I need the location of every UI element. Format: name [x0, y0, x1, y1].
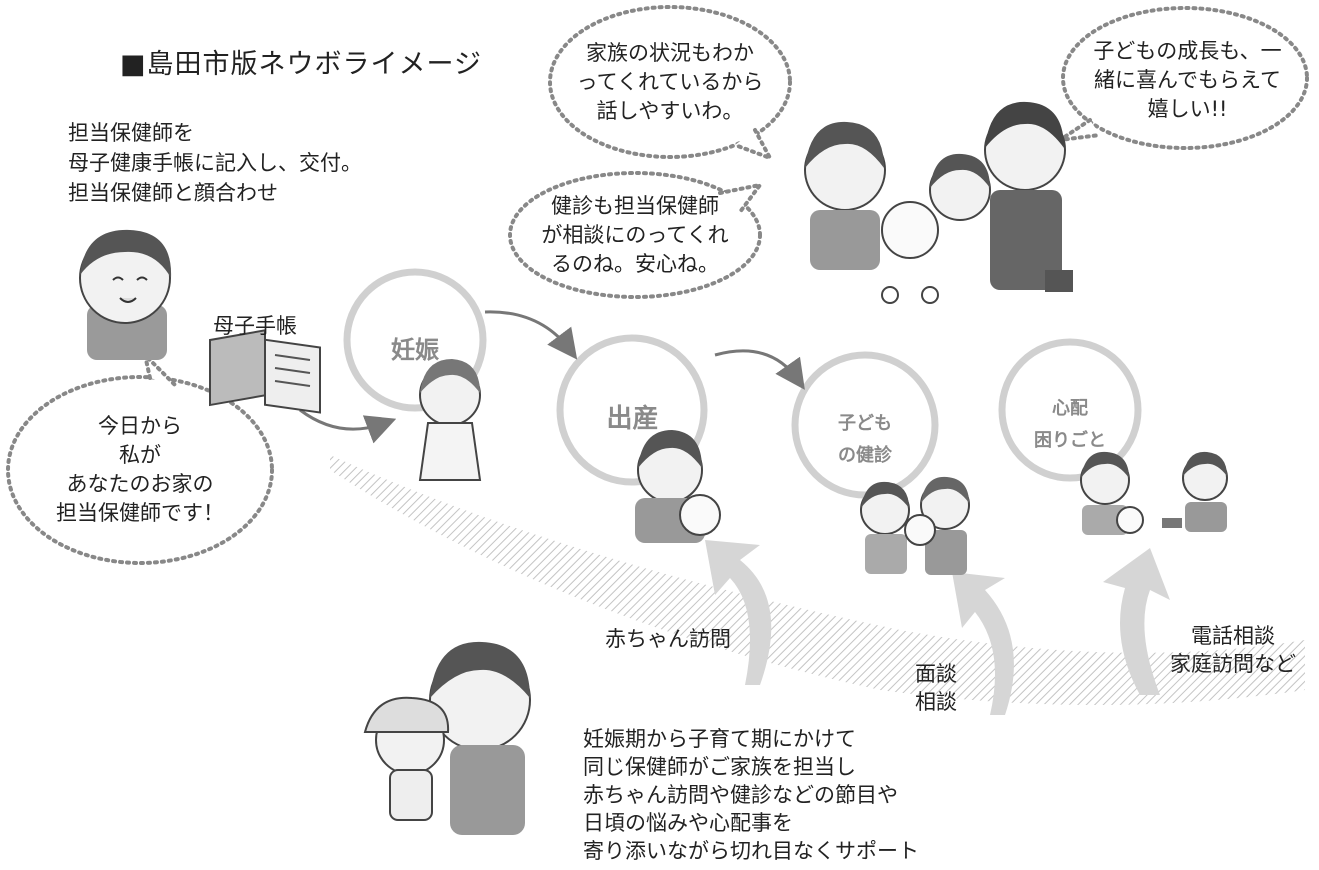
summary-line: 日頃の悩みや心配事を — [583, 811, 793, 835]
bubble-outline-growth — [1061, 6, 1309, 150]
support-label-interview: 面談 相談 — [915, 660, 957, 716]
page-title: ■島田市版ネウボライメージ — [120, 49, 482, 80]
support-arrow-interview — [952, 572, 1014, 715]
support-label-line: 相談 — [915, 690, 957, 714]
intro-line: 母子健康手帳に記入し、交付。 — [68, 151, 362, 175]
support-label-baby-visit: 赤ちゃん訪問 — [605, 627, 731, 651]
support-label-line: 電話相談 — [1191, 624, 1275, 648]
bubble-line: あなたのお家の — [66, 472, 214, 496]
support-label-phone: 電話相談 家庭訪問など — [1170, 622, 1296, 678]
stage-label-worries: 心配 困りごと — [1020, 393, 1120, 457]
support-band — [330, 455, 1305, 705]
stage-label-pregnancy: 妊娠 — [391, 336, 439, 364]
consultation-illustration — [1080, 451, 1228, 535]
bubble-line: 子どもの成長も、一 — [1093, 38, 1282, 63]
stage-label-line: 困りごと — [1034, 430, 1106, 451]
boshi-techo-illustration — [209, 329, 321, 414]
bubble-line: 家族の状況もわか — [585, 41, 754, 65]
bubble-growth: 子どもの成長も、一 緒に喜んでもらえて 嬉しい!! — [1075, 35, 1300, 125]
nurse-illustration — [79, 229, 172, 360]
bubble-line: 私が — [119, 443, 161, 467]
bubble-outline-checkup — [508, 171, 762, 299]
pregnant-woman-illustration — [418, 359, 482, 481]
checkup-illustration — [860, 476, 970, 575]
stage-label-line: 子ども — [838, 413, 892, 434]
summary-line: 妊娠期から子育て期にかけて — [583, 727, 856, 751]
mother-child-illustration — [363, 641, 531, 835]
intro-line: 担当保健師と顔合わせ — [68, 181, 278, 205]
bubble-family: 家族の状況もわか ってくれているから 話しやすいわ。 — [560, 35, 780, 130]
bubble-line: ってくれているから — [576, 70, 764, 94]
bubble-outline-nurse — [6, 375, 274, 565]
summary-line: 寄り添いながら切れ目なくサポート — [583, 839, 919, 863]
bubble-line: 今日から — [98, 414, 182, 438]
bubble-checkup: 健診も担当保健師 が相談にのってくれ るのね。安心ね。 — [520, 190, 750, 280]
bubble-line: 緒に喜んでもらえて — [1094, 67, 1281, 92]
arrow-birth-to-checkup — [714, 349, 805, 390]
bubble-line: 話しやすいわ。 — [596, 99, 744, 123]
bubble-line: が相談にのってくれ — [541, 222, 729, 247]
bubble-line: 嬉しい!! — [1147, 96, 1228, 121]
stage-label-checkup: 子ども の健診 — [815, 408, 915, 472]
bubble-outline-family — [548, 5, 792, 159]
support-label-line: 家庭訪問など — [1170, 652, 1296, 676]
mother-baby-illustration — [635, 430, 721, 543]
stage-label-line: の健診 — [838, 445, 892, 466]
support-arrow-phone — [1103, 548, 1170, 695]
summary-text: 妊娠期から子育て期にかけて 同じ保健師がご家族を担当し 赤ちゃん訪問や健診などの… — [583, 725, 919, 865]
support-label-line: 面談 — [915, 662, 957, 686]
stage-label-line: 心配 — [1052, 398, 1088, 419]
summary-line: 赤ちゃん訪問や健診などの節目や — [583, 783, 898, 807]
bubble-line: 担当保健師です！ — [56, 501, 224, 525]
support-arrow-baby-visit — [705, 540, 772, 685]
bubble-line: るのね。安心ね。 — [550, 251, 719, 276]
bubble-nurse: 今日から 私が あなたのお家の 担当保健師です！ — [20, 400, 260, 540]
family-illustration — [804, 101, 1073, 304]
bubble-line: 健診も担当保健師 — [550, 193, 719, 218]
summary-line: 同じ保健師がご家族を担当し — [583, 755, 856, 779]
arrow-pregnancy-to-birth — [484, 310, 578, 360]
stage-label-birth: 出産 — [606, 404, 659, 434]
intro-text: 担当保健師を 母子健康手帳に記入し、交付。 担当保健師と顔合わせ — [68, 118, 362, 208]
intro-line: 担当保健師を — [68, 121, 194, 145]
arrow-techo-to-pregnancy — [299, 408, 397, 444]
boshi-techo-label: 母子手帳 — [213, 314, 297, 338]
stage-circle-worries — [998, 338, 1142, 482]
